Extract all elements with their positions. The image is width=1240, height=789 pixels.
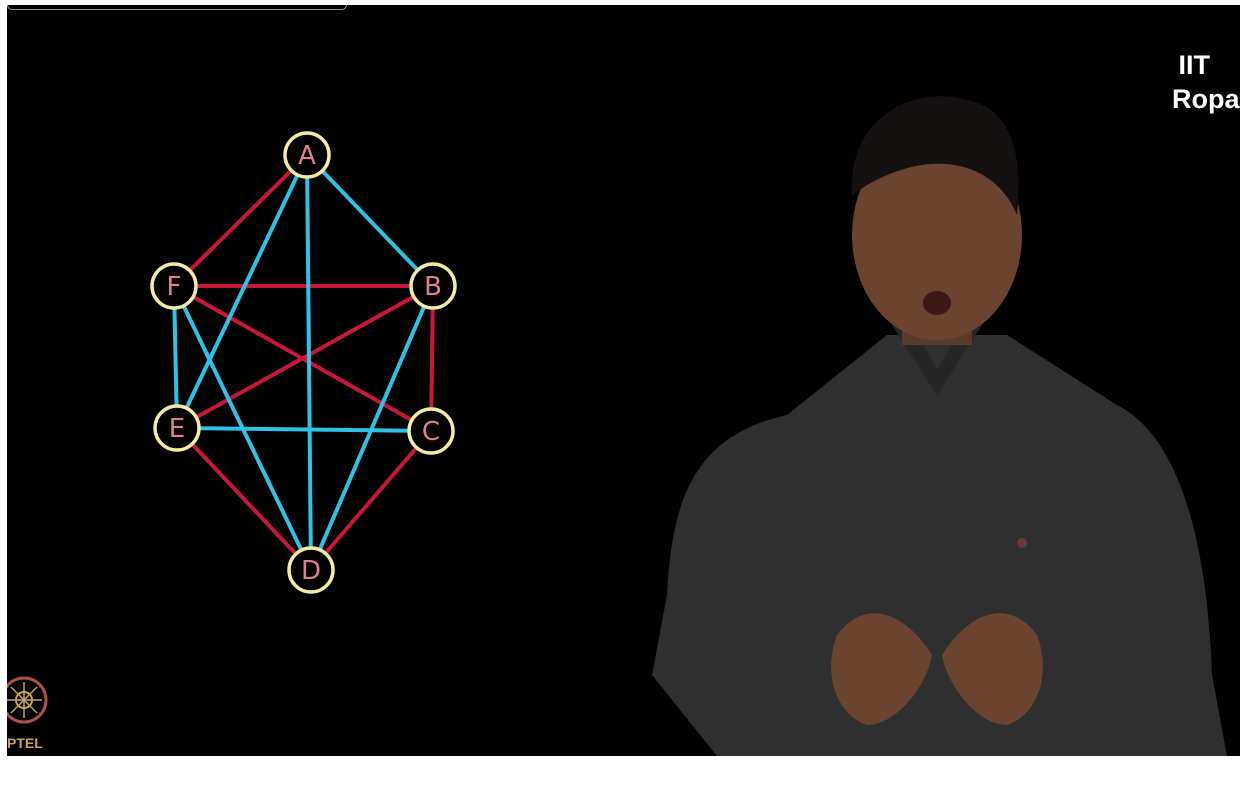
node-label: A (298, 141, 316, 171)
edge-a-f (172, 153, 309, 288)
edge-a-b (305, 153, 435, 288)
edge-a-d (305, 153, 313, 572)
node-e: E (153, 404, 201, 452)
node-label: B (424, 272, 442, 302)
edge-c-d (309, 429, 433, 572)
node-label: F (167, 272, 182, 302)
edge-e-b (175, 284, 435, 430)
node-ring (153, 404, 201, 452)
edge-e-c (175, 426, 433, 433)
edge-e-d (175, 426, 313, 572)
node-ring (150, 262, 198, 310)
nptel-logo-icon (7, 676, 48, 724)
node-d: D (287, 546, 335, 594)
brand-line-1: IIT (1178, 50, 1211, 80)
node-a: A (283, 131, 331, 179)
node-label: C (422, 417, 440, 447)
edge-a-e (175, 153, 309, 430)
logo-text: PTEL (7, 735, 43, 751)
graph-diagram: A B C D E F (150, 131, 457, 594)
brand-line-2: Ropar (1171, 83, 1240, 114)
edge-b-c (429, 284, 435, 433)
institute-brand: IIT Ropar (1116, 49, 1240, 117)
node-ring (283, 131, 331, 179)
node-c: C (407, 407, 455, 455)
presenter-image (652, 96, 1227, 756)
node-label: E (169, 414, 185, 444)
node-f: F (150, 262, 198, 310)
node-ring (287, 546, 335, 594)
edge-b-d (309, 284, 435, 572)
node-ring (407, 407, 455, 455)
video-frame: A B C D E F IIT Ropar PTEL (7, 5, 1240, 756)
node-ring (409, 262, 457, 310)
node-label: D (301, 556, 321, 586)
node-b: B (409, 262, 457, 310)
